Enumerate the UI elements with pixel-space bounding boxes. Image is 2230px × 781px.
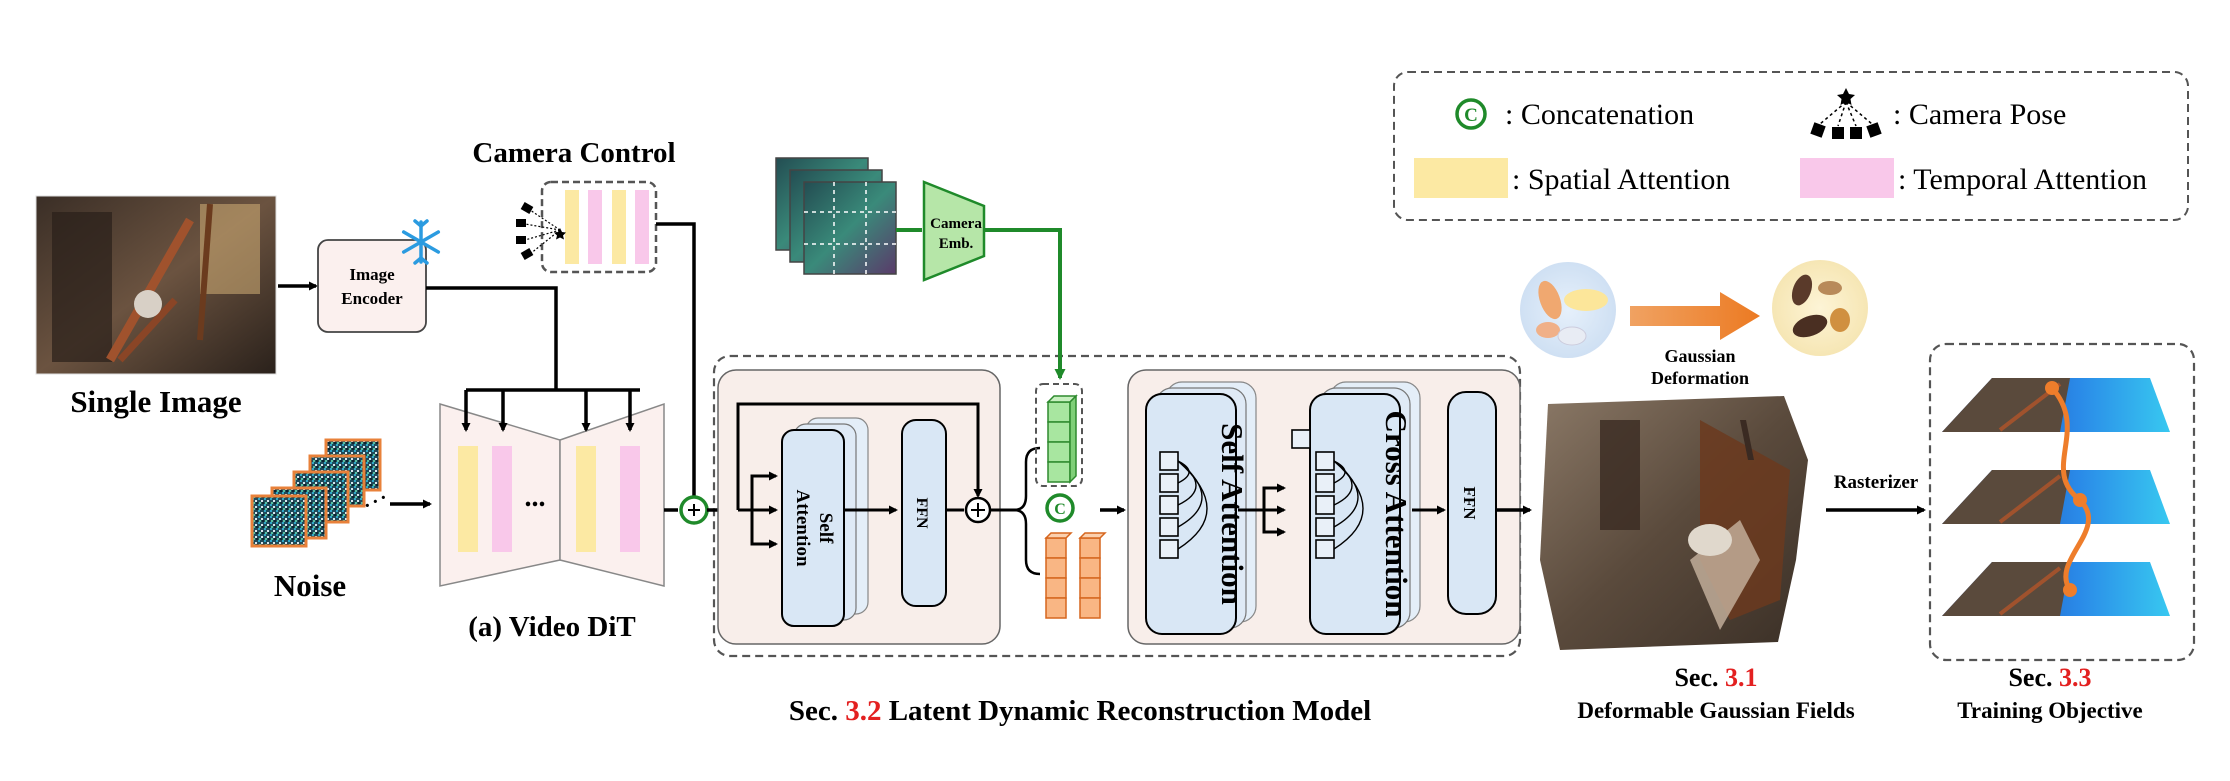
ffn-box-small [901, 419, 947, 607]
video-dit-label: (a) Video DiT [468, 611, 636, 643]
training-section-label: Sec. 3.3 [2008, 663, 2091, 692]
legend: C : Concatenation : Camera Pose : Spatia… [1393, 71, 2189, 221]
video-dit: ... [439, 402, 665, 587]
transformer-block-1: Self Attention FFN [717, 369, 1001, 645]
self-attn-line1: Self [815, 513, 836, 544]
camera-token-box [1035, 383, 1083, 487]
concat-icon: C [1455, 98, 1487, 130]
dit-spatial-1 [458, 446, 478, 552]
gaussian-after [1772, 260, 1868, 356]
ldrm-concat-symbol: C [1054, 501, 1066, 518]
ffn-label-small: FFN [913, 497, 930, 529]
rasterizer-label: Rasterizer [1834, 472, 1919, 493]
temporal-label: : Temporal Attention [1898, 163, 2147, 196]
temporal-swatch [1800, 158, 1894, 198]
encoder-line2: Encoder [341, 289, 403, 308]
noise-label: Noise [274, 568, 346, 603]
plus-node [679, 495, 709, 525]
encoder-line1: Image [349, 265, 395, 284]
self-attn-line2: Attention [792, 489, 813, 566]
ldrm-concat-icon: C [1045, 493, 1075, 523]
concat-symbol: C [1464, 105, 1478, 126]
camera-emb-line2: Emb. [939, 236, 974, 252]
legend-box [1393, 71, 2189, 221]
deformation-arrow [1630, 292, 1760, 340]
dit-spatial-2 [576, 446, 596, 552]
residual-add-node [964, 496, 992, 524]
image-encoder: Image Encoder [317, 239, 427, 333]
ffn-label-large: FFN [1460, 486, 1479, 520]
cross-attention-label: Cross Attention [1379, 411, 1414, 618]
single-image-label: Single Image [70, 384, 241, 419]
spatial-label: : Spatial Attention [1512, 163, 1730, 196]
ffn-box-large [1447, 391, 1497, 615]
svg-text:·: · [372, 491, 379, 513]
gaussian-section-title: Deformable Gaussian Fields [1577, 698, 1854, 723]
svg-text:·: · [364, 495, 371, 517]
gaussian-field-render [1540, 396, 1808, 650]
arrow-camera-to-plus [656, 222, 696, 496]
spatial-swatch [1414, 158, 1508, 198]
training-objective-box [1928, 342, 2196, 662]
camera-token-stack [1046, 394, 1078, 484]
deformation-line1: Gaussian [1664, 346, 1735, 366]
latent-token-stacks [1044, 532, 1107, 619]
dit-temporal-2 [620, 446, 640, 552]
camera-control-title: Camera Control [472, 137, 675, 169]
encoder-to-dit-arrows [426, 286, 640, 432]
camera-emb-line1: Camera [930, 216, 982, 232]
transformer-block-2: Self Attention Cross Attention [1127, 369, 1521, 645]
dit-ellipsis: ... [525, 482, 546, 513]
camera-pose-label: : Camera Pose [1893, 98, 2066, 131]
noise-stack: · · · [250, 438, 387, 548]
camera-pose-mini-icon [516, 202, 566, 260]
deformation-line2: Deformation [1651, 368, 1749, 388]
dit-temporal-1 [492, 446, 512, 552]
gaussian-section-label: Sec. 3.1 [1674, 663, 1757, 692]
svg-text:·: · [380, 487, 387, 509]
training-section-title: Training Objective [1957, 698, 2142, 723]
camera-emb: Camera Emb. [922, 180, 986, 282]
self-attention-label-large: Self Attention [1215, 423, 1250, 605]
self-attention-box-small [781, 429, 845, 627]
rendered-frames [1942, 378, 2170, 616]
latent-frames [775, 157, 897, 275]
arrow-camera-emb-to-tokens [984, 228, 1066, 380]
single-image [35, 195, 277, 375]
brace [1013, 446, 1041, 576]
concat-label: : Concatenation [1505, 98, 1694, 131]
camera-control-box [540, 180, 658, 274]
ldrm-section-label: Sec. 3.2 Latent Dynamic Reconstruction M… [789, 695, 1371, 727]
gaussian-before [1520, 262, 1616, 358]
camera-pose-icon [1810, 88, 1882, 139]
snowflake-icon [401, 219, 441, 265]
